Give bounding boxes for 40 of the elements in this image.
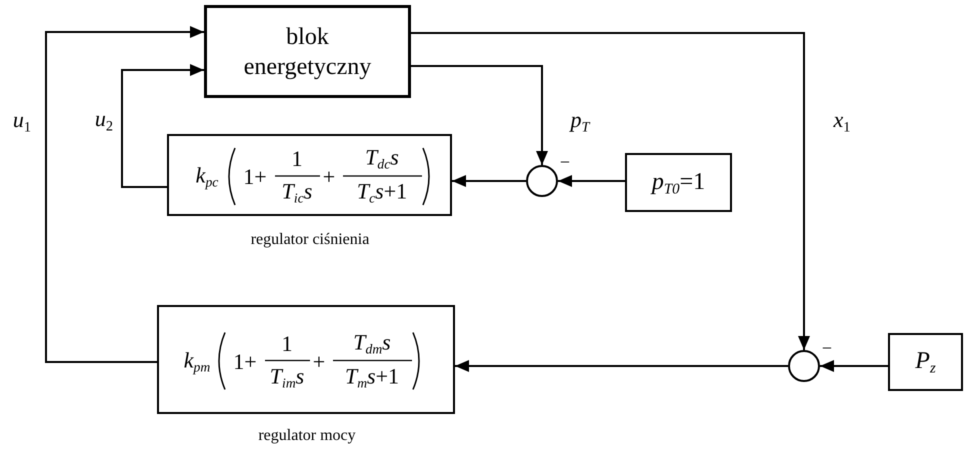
process-block bbox=[204, 5, 411, 98]
arrow bbox=[452, 175, 526, 187]
setpoint-block bbox=[625, 153, 732, 212]
block-label: p$_{T0}$=1 bbox=[650, 167, 706, 199]
setpoint-block bbox=[888, 333, 963, 391]
arrow bbox=[558, 175, 625, 187]
formula-term: 1+ bbox=[243, 166, 267, 188]
formula-term: T$_{c}$s+1 bbox=[356, 180, 408, 206]
block-caption: regulator ciśnienia bbox=[250, 232, 370, 248]
minus-sign: − bbox=[822, 339, 832, 357]
arrow bbox=[820, 360, 888, 372]
formula-term: T$_{m}$s+1 bbox=[344, 365, 400, 390]
formula-term: k$_{pc}$ bbox=[196, 164, 218, 190]
edge-label: u$_{2}$ bbox=[94, 108, 114, 134]
formula-term: T$_{dc}$s bbox=[365, 146, 399, 172]
arrow bbox=[455, 360, 788, 372]
formula-term: 1 bbox=[282, 332, 292, 354]
summing-junction bbox=[788, 350, 820, 382]
arrow bbox=[411, 65, 548, 165]
minus-sign: − bbox=[560, 153, 570, 171]
arrow bbox=[45, 26, 204, 363]
formula-term: 1+ bbox=[233, 350, 257, 372]
formula-term: + bbox=[312, 350, 326, 372]
arrow bbox=[411, 32, 810, 350]
controller-block bbox=[157, 305, 455, 414]
summing-junction bbox=[526, 165, 558, 197]
edge-label: u$_{1}$ bbox=[12, 109, 32, 135]
controller-block bbox=[167, 134, 452, 216]
block-label: P$_{z}$ bbox=[914, 346, 937, 378]
formula-term: k$_{pm}$ bbox=[184, 349, 210, 374]
edge-label: p$_{T}$ bbox=[570, 109, 590, 135]
block-caption: regulator mocy bbox=[258, 428, 356, 444]
formula-term: T$_{im}$s bbox=[270, 365, 304, 390]
formula-term: T$_{dm}$s bbox=[353, 331, 391, 356]
formula-term: 1 bbox=[292, 148, 302, 170]
formula-term: + bbox=[322, 166, 336, 188]
block-label: blok energetyczny bbox=[242, 22, 372, 82]
edge-label: x$_{1}$ bbox=[834, 109, 850, 135]
formula-term: T$_{ic}$s bbox=[282, 180, 312, 206]
arrow bbox=[121, 64, 204, 188]
